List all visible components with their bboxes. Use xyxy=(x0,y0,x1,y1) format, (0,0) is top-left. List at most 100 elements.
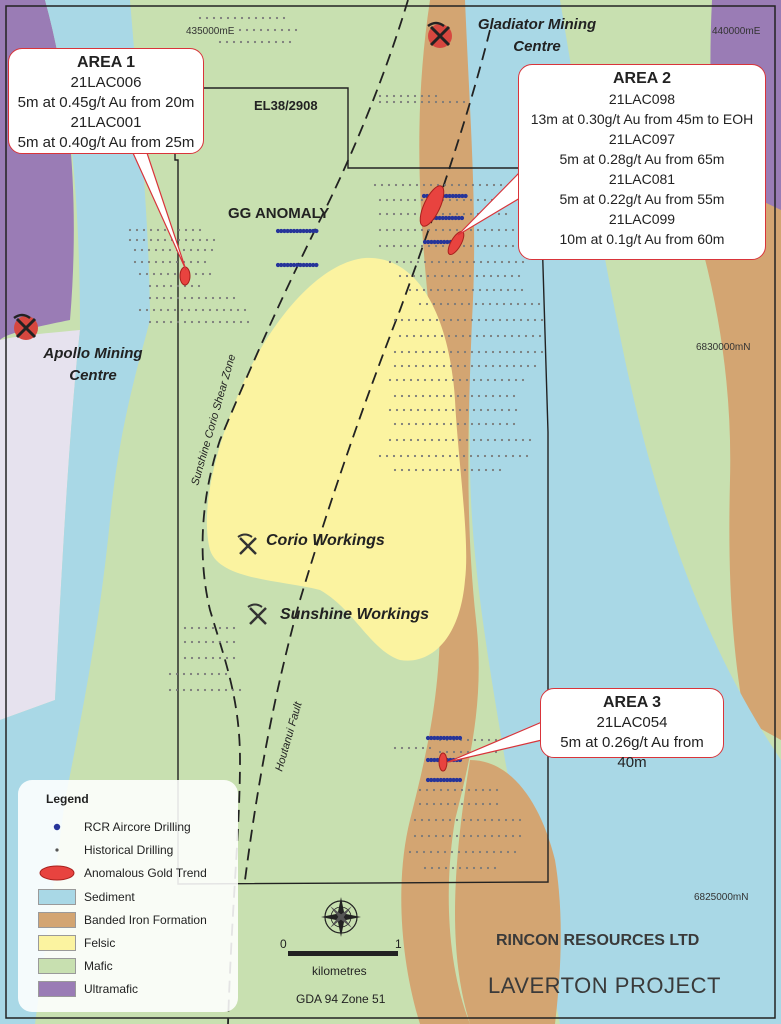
rcr-aircore-drillhole xyxy=(298,262,303,268)
historical-drillhole xyxy=(479,260,483,264)
historical-drillhole xyxy=(464,183,468,187)
area-1-title: AREA 1 xyxy=(76,54,136,71)
historical-drillhole xyxy=(176,296,180,300)
historical-drillhole xyxy=(133,260,137,264)
historical-drillhole xyxy=(503,274,507,278)
historical-drillhole xyxy=(215,308,219,312)
historical-drillhole xyxy=(511,818,515,822)
historical-drillhole xyxy=(462,454,466,458)
historical-drillhole xyxy=(432,788,436,792)
historical-drillhole xyxy=(493,378,497,382)
historical-drillhole xyxy=(467,302,471,306)
rcr-aircore-drillhole xyxy=(432,239,437,245)
historical-drillhole xyxy=(168,260,172,264)
rcr-aircore-drillhole xyxy=(301,228,306,234)
historical-drillhole xyxy=(483,228,487,232)
historical-drillhole xyxy=(504,454,508,458)
historical-drillhole xyxy=(147,248,151,252)
historical-drillhole xyxy=(423,378,427,382)
historical-drillhole xyxy=(457,183,461,187)
historical-drillhole xyxy=(425,802,429,806)
historical-drillhole xyxy=(194,272,198,276)
historical-drillhole xyxy=(413,228,417,232)
historical-drillhole xyxy=(476,818,480,822)
historical-drillhole xyxy=(467,788,471,792)
rcr-aircore-drillhole xyxy=(282,262,287,268)
historical-drillhole xyxy=(493,438,497,442)
historical-drillhole xyxy=(399,244,403,248)
historical-drillhole xyxy=(486,866,490,870)
scale-start: 0 xyxy=(280,937,287,951)
historical-drillhole xyxy=(414,364,418,368)
map-frame xyxy=(5,5,776,1019)
historical-drillhole xyxy=(405,274,409,278)
historical-drillhole xyxy=(538,334,542,338)
historical-drillhole xyxy=(443,288,447,292)
historical-drillhole xyxy=(500,408,504,412)
historical-drillhole xyxy=(455,228,459,232)
historical-drillhole xyxy=(505,350,509,354)
historical-drillhole xyxy=(409,260,413,264)
rcr-aircore-drillhole xyxy=(304,228,309,234)
historical-drillhole xyxy=(406,198,410,202)
historical-drillhole xyxy=(449,394,453,398)
historical-drillhole xyxy=(479,866,483,870)
historical-drillhole xyxy=(507,408,511,412)
historical-drillhole xyxy=(169,320,173,324)
legend-title: Legend xyxy=(46,792,89,806)
historical-drillhole xyxy=(413,834,417,838)
historical-drillhole xyxy=(490,454,494,458)
historical-drillhole xyxy=(496,334,500,338)
historical-drillhole xyxy=(204,656,208,660)
historical-drillhole xyxy=(455,818,459,822)
historical-drillhole xyxy=(427,454,431,458)
historical-drillhole xyxy=(483,818,487,822)
historical-drillhole xyxy=(197,626,201,630)
historical-drillhole xyxy=(497,212,501,216)
gladiator-mining-centre-label: Gladiator Mining Centre xyxy=(462,14,612,58)
historical-drillhole xyxy=(505,318,509,322)
historical-drillhole xyxy=(416,378,420,382)
historical-drillhole xyxy=(211,656,215,660)
historical-drillhole xyxy=(486,438,490,442)
rcr-aircore-drillhole xyxy=(447,193,452,199)
rcr-aircore-drillhole xyxy=(432,757,437,763)
rcr-aircore-drillhole xyxy=(282,228,287,234)
historical-drillhole xyxy=(516,302,520,306)
rcr-aircore-drillhole xyxy=(295,262,300,268)
historical-drillhole xyxy=(491,350,495,354)
historical-drillhole xyxy=(499,850,503,854)
legend-item-label: Ultramafic xyxy=(84,982,139,996)
historical-drillhole xyxy=(463,468,467,472)
historical-drillhole xyxy=(393,746,397,750)
historical-drillhole xyxy=(469,198,473,202)
historical-drillhole xyxy=(414,318,418,322)
historical-drillhole xyxy=(490,834,494,838)
historical-drillhole xyxy=(472,438,476,442)
historical-drillhole xyxy=(511,244,515,248)
historical-drillhole xyxy=(518,818,522,822)
historical-drillhole xyxy=(455,834,459,838)
historical-drillhole xyxy=(421,746,425,750)
historical-drillhole xyxy=(521,260,525,264)
historical-drillhole xyxy=(208,272,212,276)
historical-drillhole xyxy=(435,394,439,398)
historical-drillhole xyxy=(183,640,187,644)
historical-drillhole xyxy=(387,183,391,187)
historical-drillhole xyxy=(492,183,496,187)
historical-drillhole xyxy=(197,284,201,288)
historical-drillhole xyxy=(189,260,193,264)
historical-drillhole xyxy=(385,454,389,458)
historical-drillhole xyxy=(229,308,233,312)
historical-drillhole xyxy=(450,288,454,292)
historical-drillhole xyxy=(208,308,212,312)
historical-drillhole xyxy=(504,834,508,838)
historical-drillhole xyxy=(414,422,418,426)
historical-drillhole xyxy=(441,834,445,838)
historical-drillhole xyxy=(430,378,434,382)
historical-drillhole xyxy=(280,28,284,32)
historical-drillhole xyxy=(469,212,473,216)
rcr-aircore-drillhole xyxy=(454,777,459,783)
historical-drillhole xyxy=(464,288,468,292)
historical-drillhole xyxy=(495,788,499,792)
